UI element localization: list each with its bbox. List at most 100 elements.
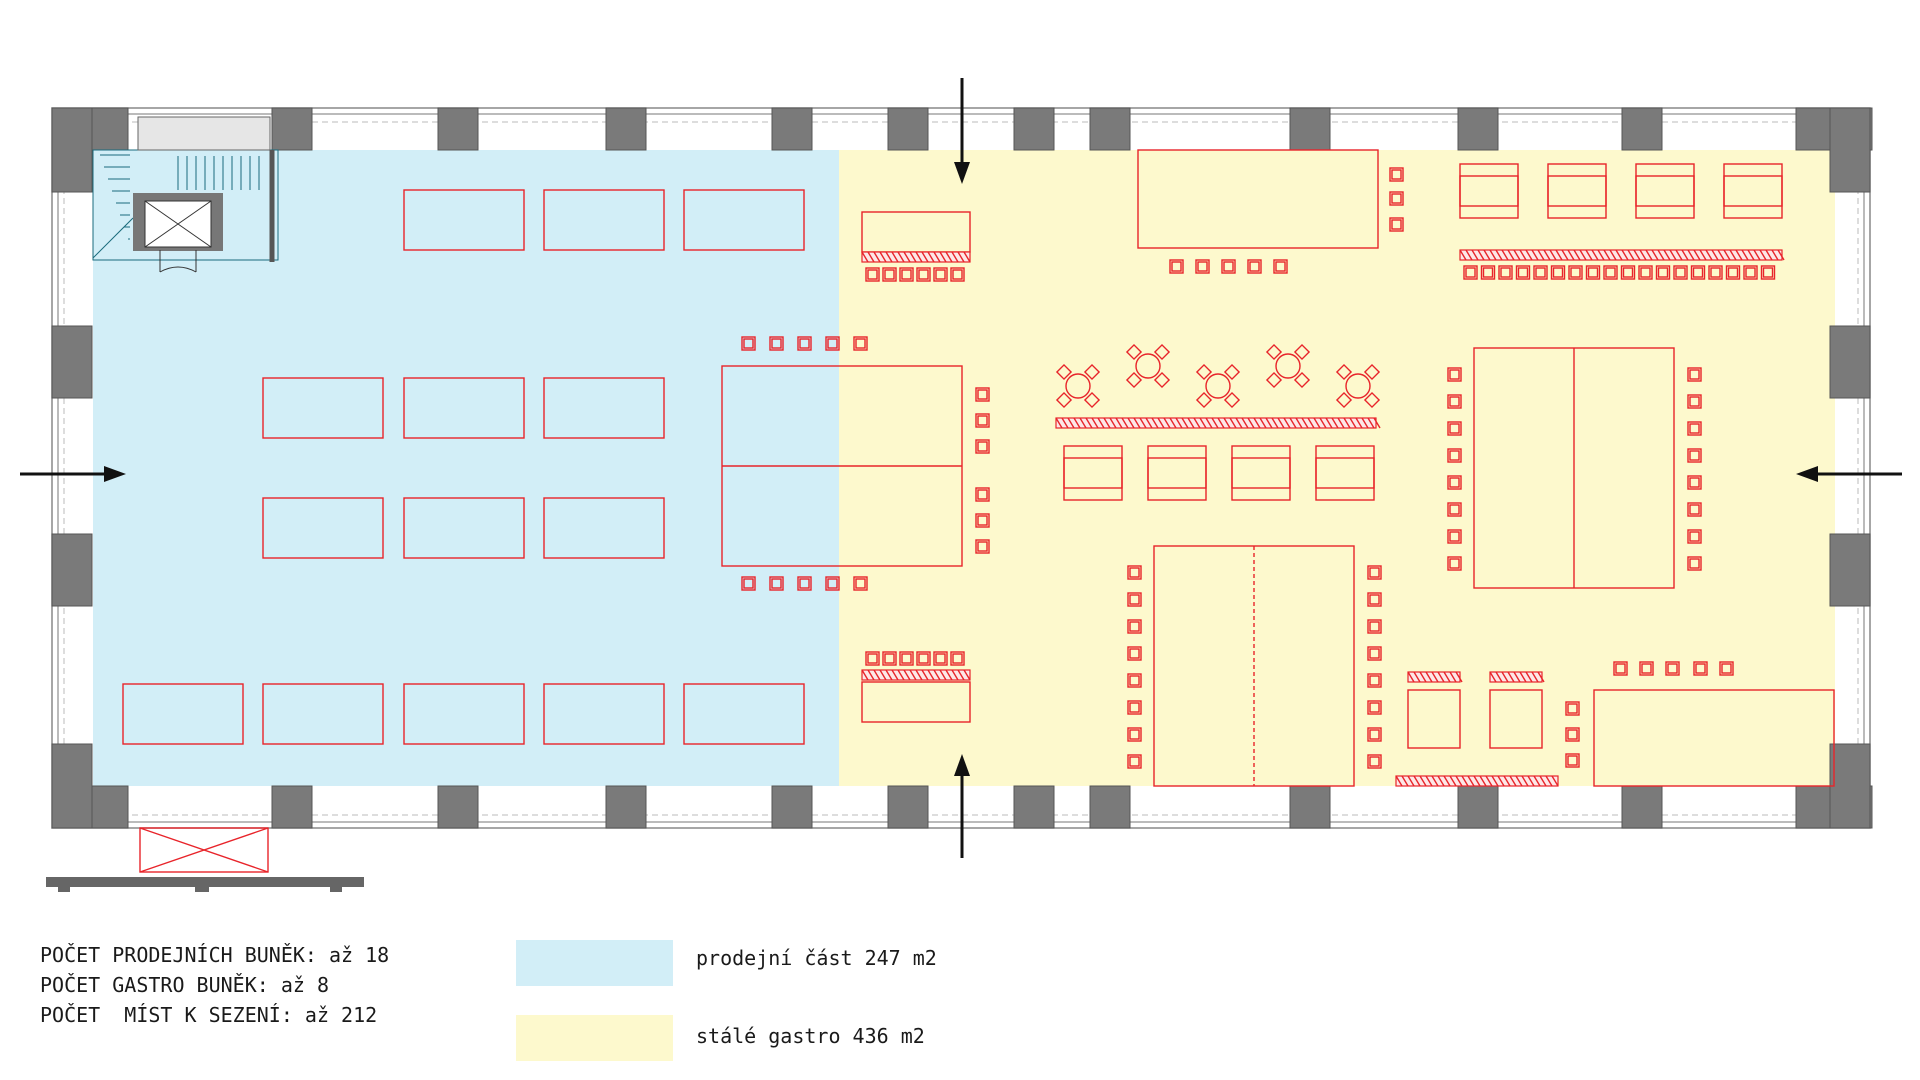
chair-icon [916, 267, 931, 282]
structural-columns [51, 107, 1873, 829]
sales-booth [403, 497, 525, 559]
chair-icon [1639, 661, 1654, 676]
stat-gastro-units: POČET GASTRO BUNĚK: až 8 [40, 973, 329, 997]
table-icon [1205, 373, 1231, 399]
chair-icon [1447, 556, 1462, 571]
chair-icon [1447, 475, 1462, 490]
column [1829, 325, 1871, 399]
chair-icon [1367, 754, 1382, 769]
table-icon [1593, 689, 1835, 787]
bench [1407, 671, 1461, 683]
chair-icon [1690, 265, 1706, 280]
chair-icon [1585, 265, 1601, 280]
chair-icon [1447, 529, 1462, 544]
chair-icon [1687, 421, 1702, 436]
chair-icon [975, 439, 990, 454]
column [1621, 107, 1663, 151]
column [1829, 743, 1871, 829]
chair-icon [916, 651, 931, 666]
chair-icon [1247, 259, 1262, 274]
chair-icon [1367, 700, 1382, 715]
chair-icon [1127, 673, 1142, 688]
sales-booths [122, 189, 805, 745]
chair-icon [1273, 259, 1288, 274]
chair-icon [1655, 265, 1671, 280]
column [437, 785, 479, 829]
column [1457, 107, 1499, 151]
chair-icon [1367, 619, 1382, 634]
table-icon [1345, 373, 1371, 399]
table-icon [861, 681, 971, 723]
chair-icon [1367, 646, 1382, 661]
entrance-arrow-icon [954, 754, 970, 858]
chair-icon [882, 651, 897, 666]
chair-icon [825, 336, 840, 351]
chair-icon [1221, 259, 1236, 274]
chair-icon [1708, 265, 1723, 280]
column [1829, 107, 1871, 193]
table-icon [1135, 353, 1161, 379]
chair-icon [1127, 754, 1142, 769]
chair-icon [1480, 265, 1496, 280]
chair-icon [1127, 592, 1142, 607]
table-icon [1137, 149, 1379, 249]
chair-icon [1687, 529, 1702, 544]
chair-icon [1687, 394, 1702, 409]
stat-sales-units: POČET PRODEJNÍCH BUNĚK: až 18 [40, 943, 390, 967]
column [605, 107, 647, 151]
legend-swatch-gastro [516, 1015, 673, 1061]
chair-icon [1687, 556, 1702, 571]
chair-icon [1719, 661, 1734, 676]
chair-icon [1127, 727, 1142, 742]
column [271, 785, 313, 829]
chair-icon [1389, 191, 1404, 206]
chair-icon [797, 576, 812, 591]
chair-icon [950, 651, 965, 666]
sales-booth [262, 683, 384, 745]
legend-label-gastro: stálé gastro 436 m2 [696, 1024, 925, 1048]
chair-icon [975, 413, 990, 428]
table-icon [1065, 373, 1091, 399]
chair-icon [1533, 265, 1548, 280]
column [51, 533, 93, 607]
column [1089, 107, 1131, 151]
chair-icon [1367, 727, 1382, 742]
chair-icon [769, 336, 784, 351]
bench [1489, 671, 1543, 683]
chair-icon [825, 576, 840, 591]
chair-icon [1367, 673, 1382, 688]
chair-icon [1447, 448, 1462, 463]
chair-icon [1687, 448, 1702, 463]
sales-booth [543, 377, 665, 439]
chair-icon [1389, 167, 1404, 182]
entrance-arrow-icon [1796, 466, 1902, 482]
chair-icon [1568, 265, 1583, 280]
chair-icon [1638, 265, 1653, 280]
sales-booth [543, 497, 665, 559]
chair-icon [975, 387, 990, 402]
capacity-stats: POČET PRODEJNÍCH BUNĚK: až 18 POČET GASTR… [40, 940, 389, 1030]
table-icon [1275, 353, 1301, 379]
chair-icon [1687, 475, 1702, 490]
chair-icon [1687, 502, 1702, 517]
bench [861, 251, 971, 263]
chair-icon [1665, 661, 1680, 676]
column [1013, 107, 1055, 151]
chair-icon [975, 513, 990, 528]
column [887, 785, 929, 829]
column [1829, 533, 1871, 607]
chair-icon [1447, 421, 1462, 436]
gastro-furniture [721, 149, 1835, 787]
chair-icon [882, 267, 897, 282]
column [887, 107, 929, 151]
chair-icon [1725, 265, 1741, 280]
chair-icon [1367, 565, 1382, 580]
staircase-icon [92, 116, 279, 262]
column [51, 325, 93, 399]
column [1457, 785, 1499, 829]
chair-icon [1565, 753, 1580, 768]
legend-label-sales: prodejní část 247 m2 [696, 946, 937, 970]
chair-icon [1760, 265, 1776, 280]
chair-icon [865, 267, 880, 282]
